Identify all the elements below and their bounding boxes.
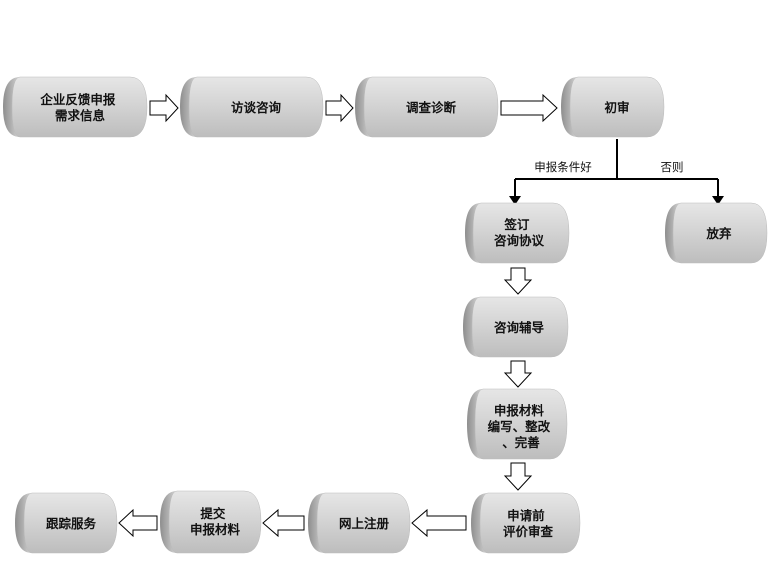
arrow-guidance-to-materials xyxy=(503,360,533,388)
node-register: 网上注册 xyxy=(308,492,411,554)
node-pre-eval: 申请前 评价审查 xyxy=(471,492,581,554)
node-interview-label: 访谈咨询 xyxy=(231,100,282,115)
branch-arrowhead-left xyxy=(509,196,521,205)
edge-label-condition-ok: 申报条件好 xyxy=(534,160,592,174)
node-submit-label: 提交 申报材料 xyxy=(190,506,241,537)
edge-label-condition-else: 否则 xyxy=(661,160,684,174)
node-pre-eval-label: 申请前 评价审查 xyxy=(503,508,554,539)
node-abandon-label: 放弃 xyxy=(705,226,732,241)
node-sign: 签订 咨询协议 xyxy=(465,202,570,264)
node-tracking-label: 跟踪服务 xyxy=(46,516,97,531)
node-tracking: 跟踪服务 xyxy=(15,492,118,554)
node-guidance-label: 咨询辅导 xyxy=(494,320,545,335)
node-review-label: 初审 xyxy=(604,100,629,115)
node-register-label: 网上注册 xyxy=(339,516,390,531)
arrow-pre-eval-to-register xyxy=(411,508,467,538)
node-diagnosis: 调查诊断 xyxy=(355,76,499,138)
arrow-sign-to-guidance xyxy=(503,267,533,295)
node-materials-label: 申报材料 编写、整改 、完善 xyxy=(488,403,555,450)
arrow-interview-to-diagnosis xyxy=(325,93,354,123)
branch-connector xyxy=(514,139,719,199)
arrow-start-to-interview xyxy=(149,93,179,123)
arrow-register-to-submit xyxy=(262,508,305,538)
arrow-submit-to-tracking xyxy=(118,508,158,538)
node-interview: 访谈咨询 xyxy=(180,76,324,138)
node-start: 企业反馈申报 需求信息 xyxy=(3,76,148,138)
node-diagnosis-label: 调查诊断 xyxy=(406,100,457,115)
arrow-diagnosis-to-review xyxy=(500,93,558,123)
branch-arrowhead-right xyxy=(712,196,724,205)
node-guidance: 咨询辅导 xyxy=(463,296,569,358)
node-abandon: 放弃 xyxy=(665,202,768,264)
arrow-materials-to-pre-eval xyxy=(503,462,533,491)
node-sign-label: 签订 咨询协议 xyxy=(494,217,545,248)
node-review: 初审 xyxy=(561,76,665,138)
node-submit: 提交 申报材料 xyxy=(160,490,262,554)
node-start-label: 企业反馈申报 需求信息 xyxy=(39,92,119,123)
node-materials: 申报材料 编写、整改 、完善 xyxy=(467,388,568,460)
